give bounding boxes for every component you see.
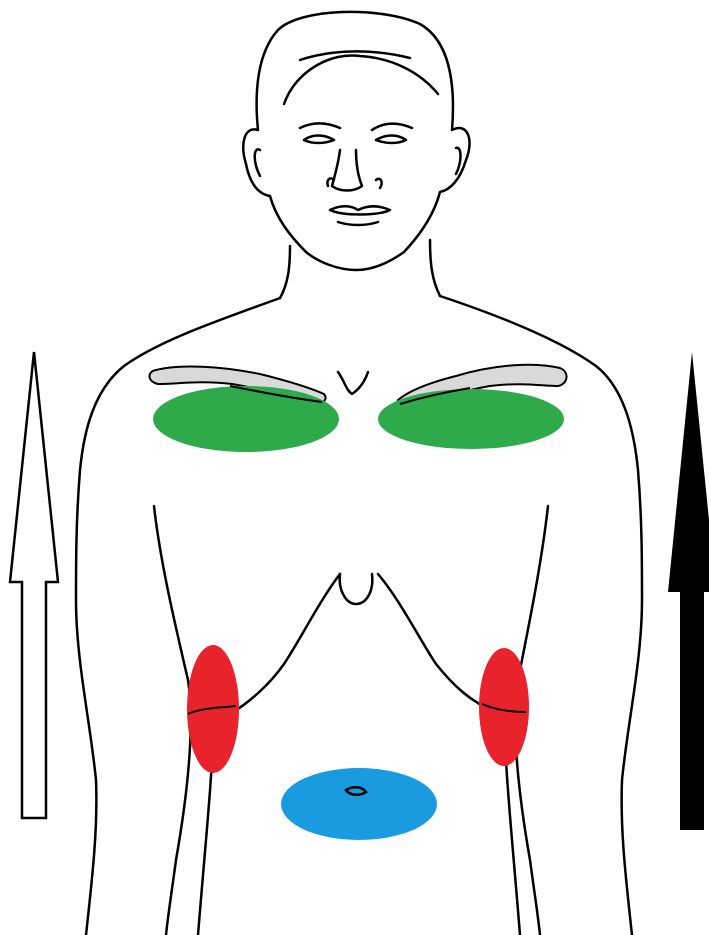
mouth xyxy=(330,206,390,214)
right-flank-zone xyxy=(479,648,529,766)
nose xyxy=(332,150,362,191)
hollow-up-arrow-icon xyxy=(10,352,58,818)
xiphoid xyxy=(340,574,373,604)
hairline xyxy=(284,55,438,104)
lower-lip xyxy=(338,222,378,225)
neck-left xyxy=(280,246,290,298)
left-eyebrow xyxy=(300,124,340,129)
ribcage-right xyxy=(378,574,496,712)
solid-up-arrow-icon xyxy=(668,352,709,830)
ribcage-left xyxy=(230,574,340,714)
right-ear xyxy=(456,148,461,174)
neck-right xyxy=(430,240,440,296)
nose-right xyxy=(376,179,382,188)
left-waist xyxy=(198,760,212,935)
right-eyebrow xyxy=(372,124,412,130)
right-waist xyxy=(506,760,520,935)
abdomen-zone xyxy=(281,768,437,840)
upper-chest-right-zone xyxy=(378,389,564,449)
right-eye xyxy=(376,136,406,144)
left-ear xyxy=(255,149,260,176)
left-eye xyxy=(304,136,334,144)
upper-chest-left-zone xyxy=(153,386,339,452)
left-inner-arm xyxy=(154,506,191,935)
sternal-notch xyxy=(338,372,368,394)
